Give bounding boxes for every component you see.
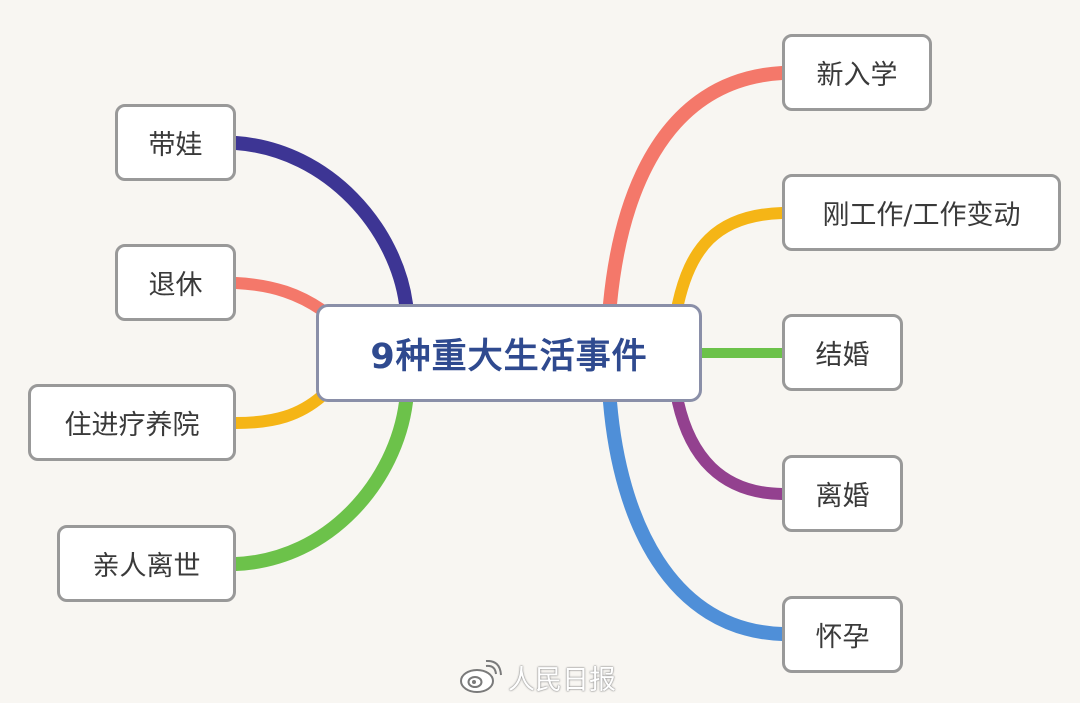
connector-left-2 xyxy=(230,390,328,429)
connector-right-3 xyxy=(672,396,788,500)
connector-left-0 xyxy=(229,136,413,311)
watermark-text: 人民日报 xyxy=(508,664,616,696)
branch-node-marriage: 结婚 xyxy=(782,314,903,391)
branch-node-tui-xiu: 退休 xyxy=(115,244,236,321)
connector-right-0 xyxy=(603,66,789,311)
central-topic: 9种重大生活事件 xyxy=(316,304,702,402)
weibo-icon xyxy=(460,660,502,693)
branch-node-nursing-home: 住进疗养院 xyxy=(28,384,236,461)
branch-node-bereavement: 亲人离世 xyxy=(57,525,236,602)
connector-left-3 xyxy=(229,395,413,571)
watermark: 人民日报 xyxy=(458,655,616,699)
branch-node-pregnancy: 怀孕 xyxy=(782,596,903,673)
branch-node-dai-wa: 带娃 xyxy=(115,104,236,181)
branch-node-job-change: 刚工作/工作变动 xyxy=(782,174,1061,251)
branch-node-new-school: 新入学 xyxy=(782,34,932,111)
connector-left-1 xyxy=(230,277,328,316)
branch-node-divorce: 离婚 xyxy=(782,455,903,532)
connector-right-4 xyxy=(603,395,789,641)
connector-right-1 xyxy=(672,207,788,310)
